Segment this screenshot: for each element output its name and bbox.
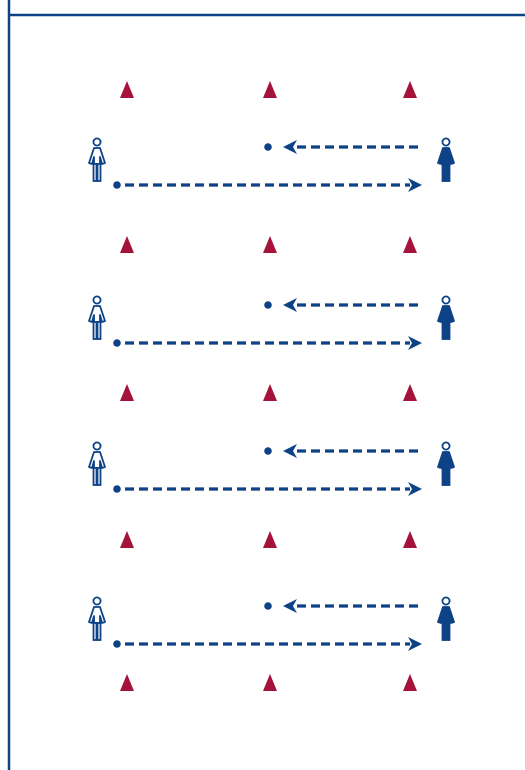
ball-icon <box>264 447 272 455</box>
cone-icon <box>120 531 134 548</box>
long-pass-arrow <box>125 178 422 192</box>
ball-icon <box>264 602 272 610</box>
player-outline-icon <box>88 596 106 641</box>
ball-icon <box>113 339 121 347</box>
player-filled-icon <box>437 137 455 182</box>
field-border <box>7 0 525 770</box>
return-pass-arrow <box>283 599 418 613</box>
cone-icon <box>403 531 417 548</box>
ball-icon <box>113 181 121 189</box>
cone-icon <box>403 674 417 691</box>
cone-icon <box>403 384 417 401</box>
long-pass-arrow <box>125 336 422 350</box>
ball-icon <box>113 640 121 648</box>
ball-icon <box>113 485 121 493</box>
cone-icon <box>263 531 277 548</box>
player-filled-icon <box>437 441 455 486</box>
cone-icon <box>120 81 134 98</box>
long-pass-arrow <box>125 637 422 651</box>
cone-icon <box>263 674 277 691</box>
cone-icon <box>263 384 277 401</box>
cone-icon <box>403 81 417 98</box>
player-filled-icon <box>437 596 455 641</box>
return-pass-arrow <box>283 444 418 458</box>
return-pass-arrow <box>283 298 418 312</box>
cone-icon <box>403 236 417 253</box>
cone-icon <box>263 81 277 98</box>
player-outline-icon <box>88 137 106 182</box>
cone-icon <box>120 236 134 253</box>
long-pass-arrow <box>125 482 422 496</box>
ball-icon <box>264 143 272 151</box>
player-outline-icon <box>88 441 106 486</box>
cone-icon <box>120 674 134 691</box>
cone-icon <box>120 384 134 401</box>
return-pass-arrow <box>283 140 418 154</box>
cone-icon <box>263 236 277 253</box>
player-filled-icon <box>437 295 455 340</box>
player-outline-icon <box>88 295 106 340</box>
ball-icon <box>264 301 272 309</box>
